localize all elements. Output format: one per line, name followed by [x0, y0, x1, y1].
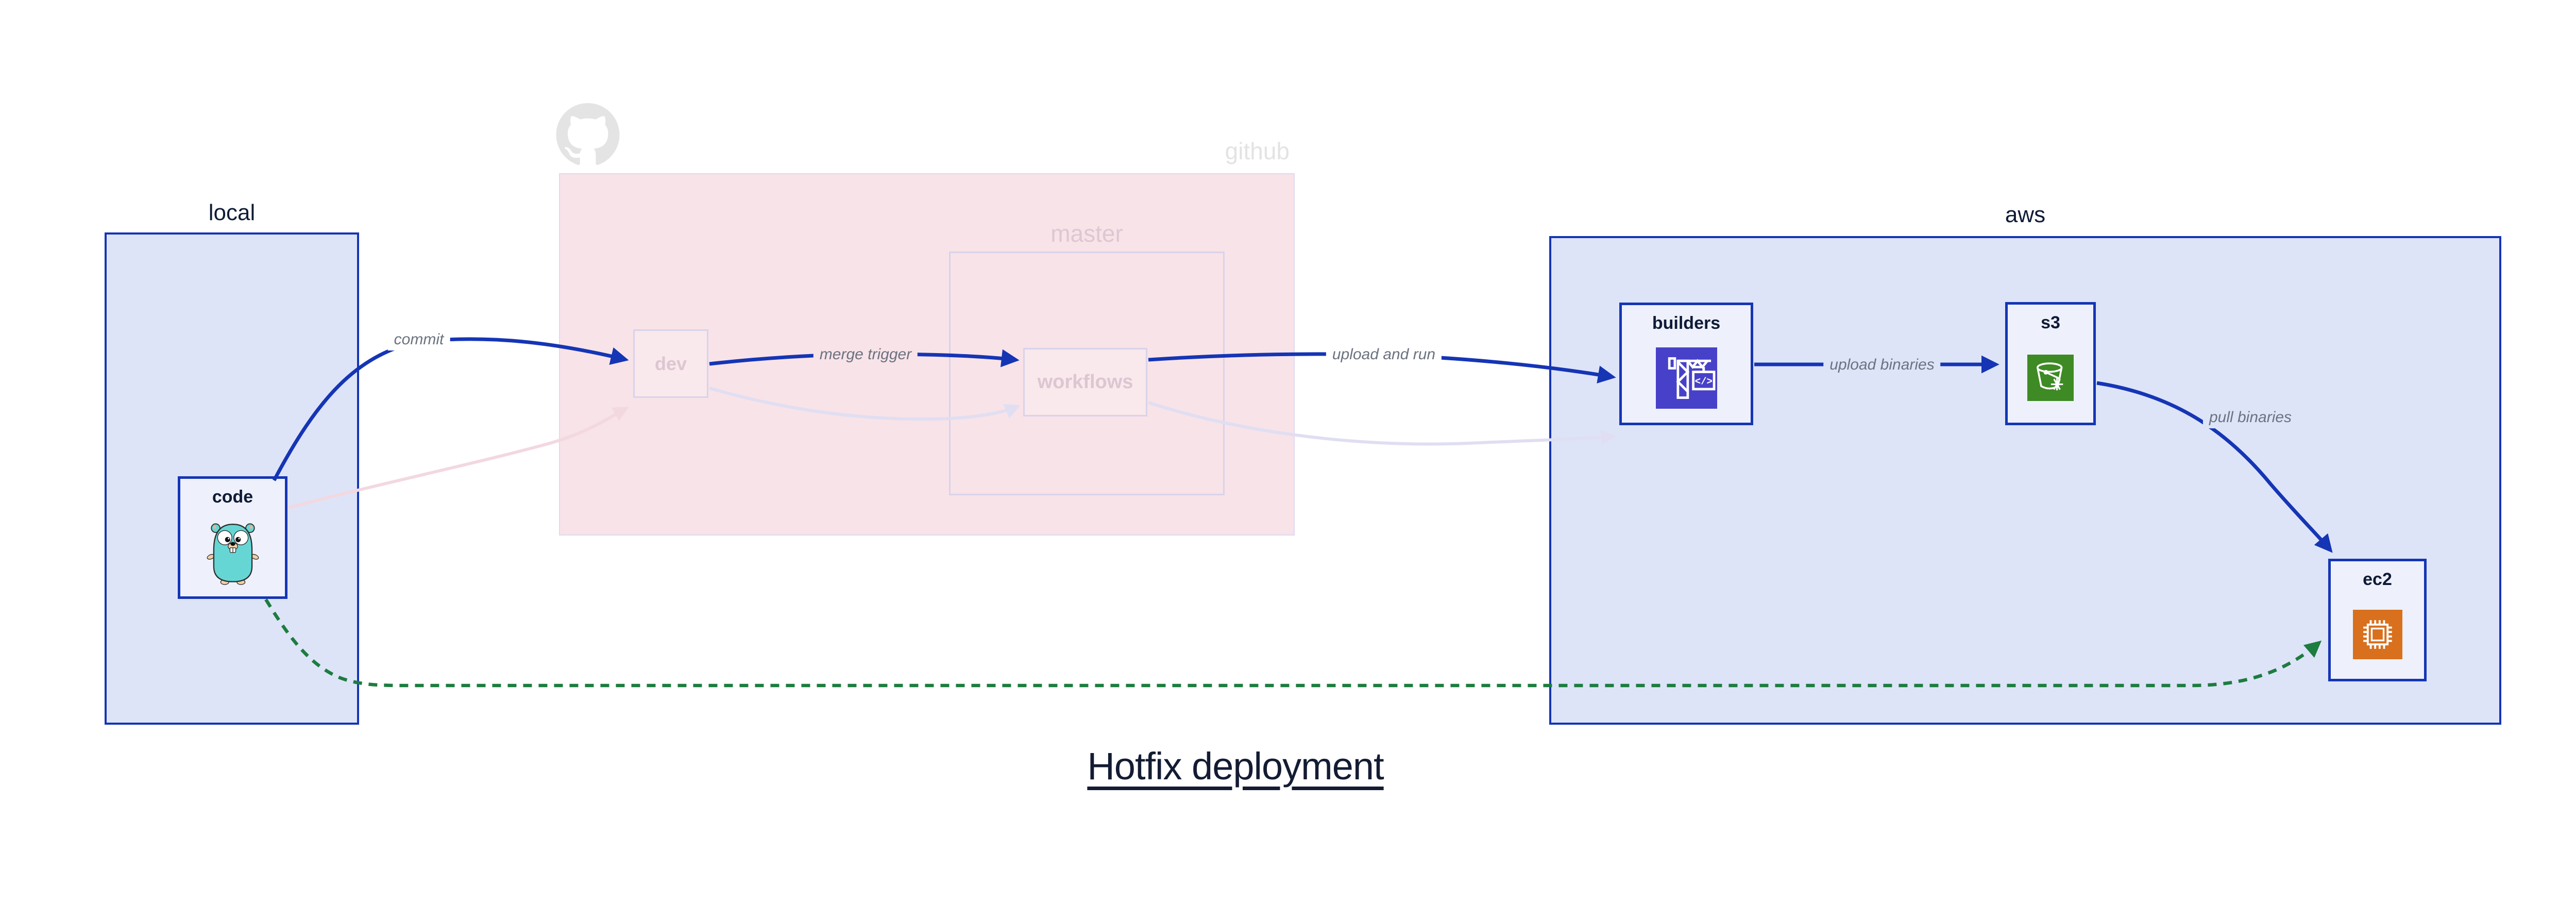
aws-container-label: aws: [2005, 202, 2046, 227]
node-builders-title: builders: [1652, 313, 1721, 333]
node-dev-title: dev: [654, 353, 687, 374]
edge-hotfix-dashed: [264, 598, 2322, 688]
master-container-label: master: [1050, 220, 1123, 247]
master-container: [949, 252, 1225, 495]
node-code: code: [178, 476, 287, 599]
edge-label-commit: commit: [387, 329, 450, 350]
local-container-label: local: [208, 200, 256, 225]
edge-faded-workflows-builders: [1148, 401, 1617, 446]
edge-label-upload-and-run: upload and run: [1326, 344, 1442, 365]
edge-pull-binaries: [2096, 381, 2333, 553]
edge-label-upload-binaries: upload binaries: [1823, 354, 1941, 376]
node-builders: builders </>: [1619, 303, 1753, 425]
s3-glacier-bucket-icon: [2027, 355, 2074, 401]
github-octocat-icon: [556, 103, 620, 165]
diagram-title: Hotfix deployment: [1087, 745, 1384, 788]
node-s3: s3: [2005, 302, 2096, 425]
svg-text:</>: </>: [1694, 376, 1712, 387]
github-container-label: github: [1225, 138, 1290, 164]
edge-label-merge-trigger: merge trigger: [813, 344, 918, 365]
node-ec2: ec2: [2328, 559, 2427, 681]
node-s3-title: s3: [2041, 313, 2060, 332]
codebuild-crane-icon: </>: [1655, 347, 1717, 409]
node-workflows: workflows: [1023, 348, 1147, 416]
node-ec2-title: ec2: [2363, 570, 2392, 589]
go-gopher-icon: [207, 523, 259, 585]
edge-commit: [272, 337, 629, 481]
ec2-chip-icon: [2352, 609, 2402, 659]
edge-faded-code-dev: [288, 407, 629, 509]
node-dev: dev: [633, 329, 708, 398]
node-code-title: code: [212, 487, 253, 507]
edge-label-pull-binaries: pull binaries: [2202, 407, 2298, 428]
node-workflows-title: workflows: [1037, 371, 1133, 393]
edge-faded-dev-workflows: [709, 387, 1021, 421]
